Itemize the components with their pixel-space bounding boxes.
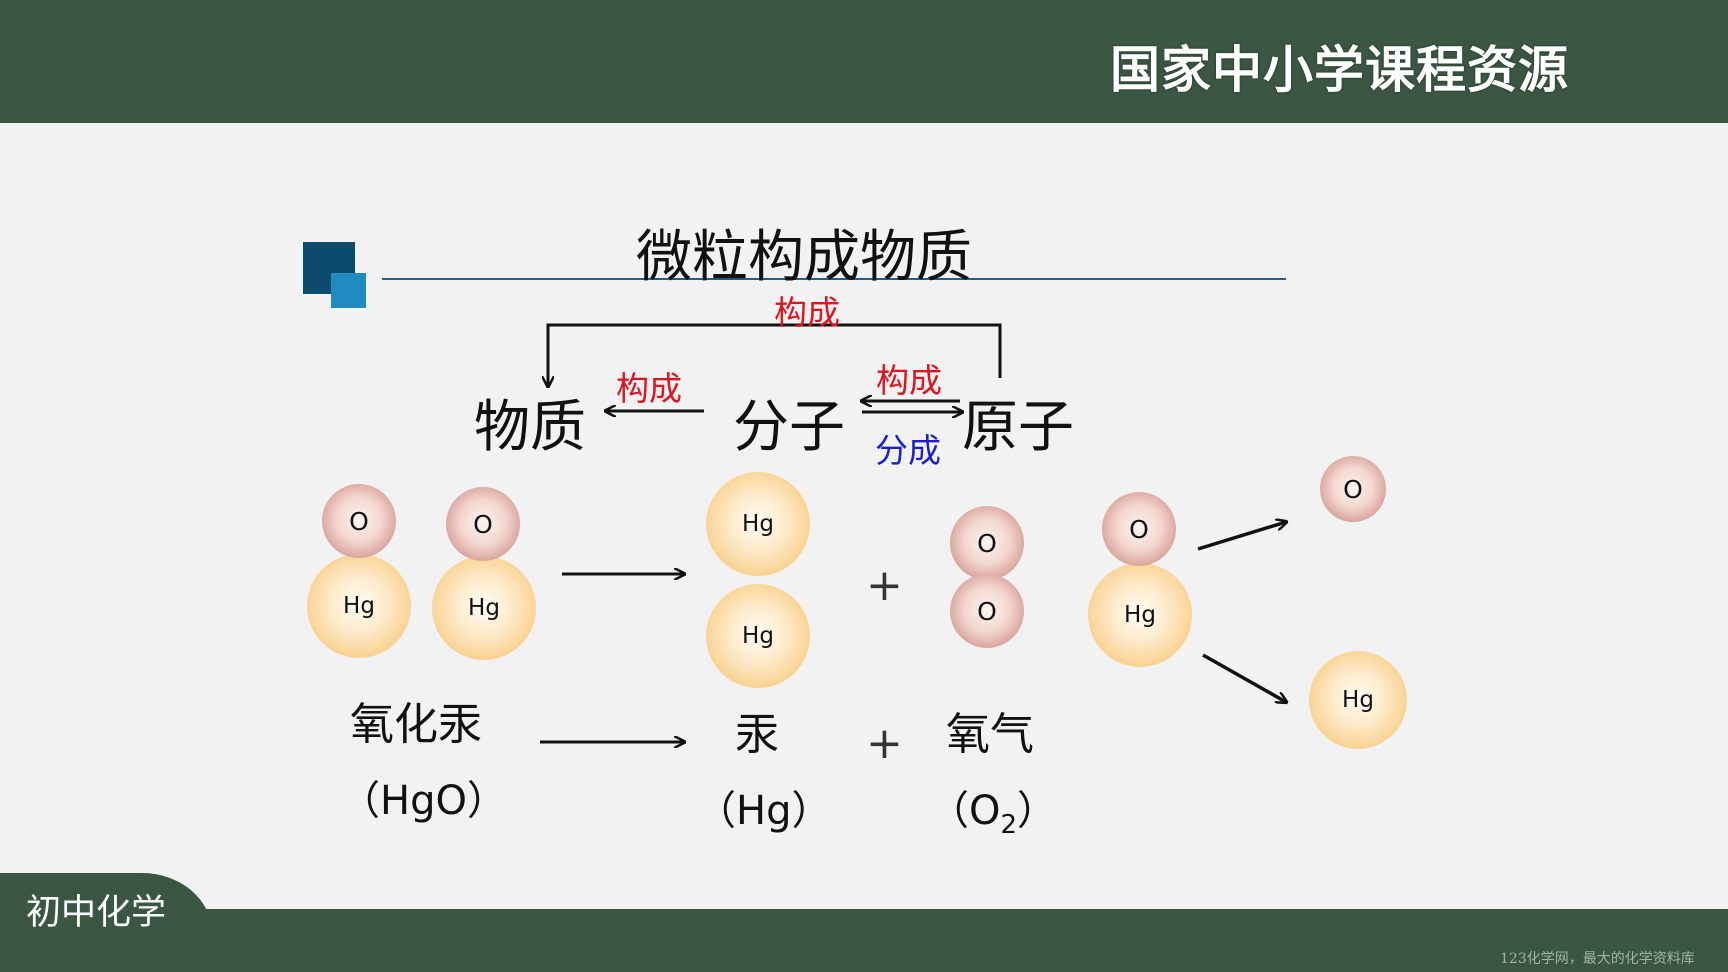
label-molecule-to-matter: 构成 [616, 369, 682, 408]
plus-sign: + [866, 560, 903, 611]
atom-o: O [1320, 456, 1386, 522]
course-tab [0, 873, 212, 933]
atom-o: O [950, 574, 1024, 648]
reactant-name: 氧化汞 [350, 699, 482, 750]
atom-hg: Hg [432, 556, 536, 660]
plus-sign: + [866, 718, 903, 769]
atom-o: O [950, 506, 1024, 580]
course-label: 初中化学 [26, 893, 167, 933]
product1-formula: （Hg） [696, 788, 832, 834]
atom-o: O [446, 487, 520, 561]
footer-bar [0, 909, 1728, 972]
formula-subscript: 2 [1000, 810, 1018, 840]
reactant-formula: （HgO） [340, 778, 507, 824]
atom-hg: Hg [1309, 651, 1407, 749]
atom-o: O [1102, 492, 1176, 566]
formula-part: （O [929, 788, 1001, 834]
atom-hg: Hg [706, 472, 810, 576]
label-atom-to-molecule: 构成 [876, 361, 942, 400]
product2-formula: （O2） [929, 778, 1057, 840]
brand-logo: 国家中小学课程资源 [1110, 41, 1569, 99]
formula-part: ） [1017, 788, 1058, 834]
word-molecule: 分子 [733, 395, 845, 460]
atom-hg: Hg [307, 554, 411, 658]
word-atom: 原子 [962, 395, 1074, 460]
label-molecule-to-atom: 分成 [875, 431, 941, 470]
atom-hg: Hg [706, 584, 810, 688]
product1-name: 汞 [735, 709, 779, 760]
arrow-split-to-o [1197, 522, 1286, 551]
title-decor-square-light [331, 273, 366, 308]
label-top-constitutes: 构成 [774, 293, 840, 332]
atom-hg: Hg [1088, 563, 1192, 667]
word-matter: 物质 [474, 395, 586, 460]
atom-o: O [322, 484, 396, 558]
arrow-split-to-hg [1202, 653, 1286, 702]
title-underline [382, 278, 1286, 280]
slide-title: 微粒构成物质 [636, 225, 972, 290]
header-bar [0, 0, 1728, 123]
watermark: 123化学网，最大的化学资料库 [1500, 951, 1695, 967]
product2-name: 氧气 [946, 709, 1034, 760]
